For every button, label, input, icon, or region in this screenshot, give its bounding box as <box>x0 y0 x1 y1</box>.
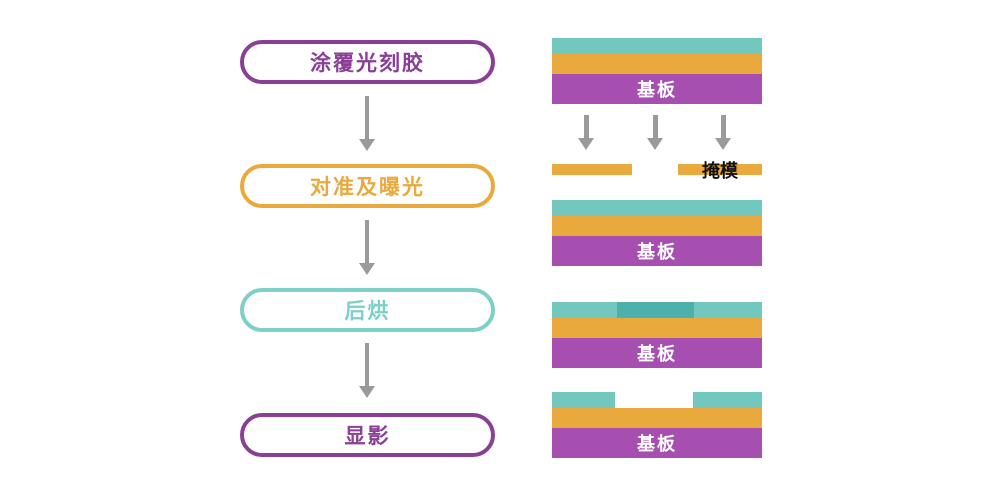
down-arrow-icon <box>359 96 375 151</box>
arrow-shaft <box>365 96 369 139</box>
down-arrow-icon <box>359 220 375 275</box>
flow-step-label: 涂覆光刻胶 <box>310 52 425 75</box>
flow-step-develop: 显影 <box>240 413 495 457</box>
arrow-head <box>647 138 663 150</box>
arrow-head <box>359 263 375 275</box>
arrow-shaft <box>365 343 369 386</box>
exposed-resist-region <box>617 302 694 318</box>
oxide-layer <box>552 216 762 236</box>
flow-step-label: 显影 <box>344 425 391 448</box>
exposure-light-arrow-icon <box>647 115 663 150</box>
mask-bar-right <box>678 164 762 175</box>
flow-step-label: 后烘 <box>344 300 391 323</box>
arrow-head <box>359 139 375 151</box>
photoresist-layer <box>552 200 762 216</box>
down-arrow-icon <box>359 343 375 398</box>
photoresist-segment-right <box>693 392 762 408</box>
oxide-layer <box>552 54 762 74</box>
arrow-shaft <box>583 115 589 138</box>
flow-step-postbake: 后烘 <box>240 288 495 332</box>
photoresist-segment-left <box>552 392 615 408</box>
mask-bar-left <box>552 164 632 175</box>
substrate-layer: 基板 <box>552 428 762 458</box>
oxide-layer <box>552 408 762 428</box>
arrow-head <box>578 138 594 150</box>
mask-label: 掩模 <box>702 161 738 181</box>
arrow-head <box>715 138 731 150</box>
photoresist-layer-patterned <box>552 392 762 408</box>
substrate-layer: 基板 <box>552 338 762 368</box>
substrate-layer: 基板 <box>552 236 762 266</box>
stack-after-coating: 基板 <box>552 38 762 104</box>
flow-step-coat-photoresist: 涂覆光刻胶 <box>240 40 495 84</box>
exposure-light-arrow-icon <box>578 115 594 150</box>
substrate-label: 基板 <box>637 344 677 364</box>
stack-after-postbake: 基板 <box>552 302 762 368</box>
substrate-layer: 基板 <box>552 74 762 104</box>
arrow-shaft <box>652 115 658 138</box>
substrate-label: 基板 <box>637 434 677 454</box>
exposure-light-arrow-icon <box>715 115 731 150</box>
oxide-layer <box>552 318 762 338</box>
photoresist-layer <box>552 302 762 318</box>
flow-step-align-expose: 对准及曝光 <box>240 164 495 208</box>
photoresist-layer <box>552 38 762 54</box>
substrate-label: 基板 <box>637 242 677 262</box>
stack-after-exposure: 基板 <box>552 200 762 266</box>
substrate-label: 基板 <box>637 80 677 100</box>
arrow-shaft <box>720 115 726 138</box>
arrow-head <box>359 386 375 398</box>
stack-after-development: 基板 <box>552 392 762 458</box>
flow-step-label: 对准及曝光 <box>310 176 425 199</box>
arrow-shaft <box>365 220 369 263</box>
